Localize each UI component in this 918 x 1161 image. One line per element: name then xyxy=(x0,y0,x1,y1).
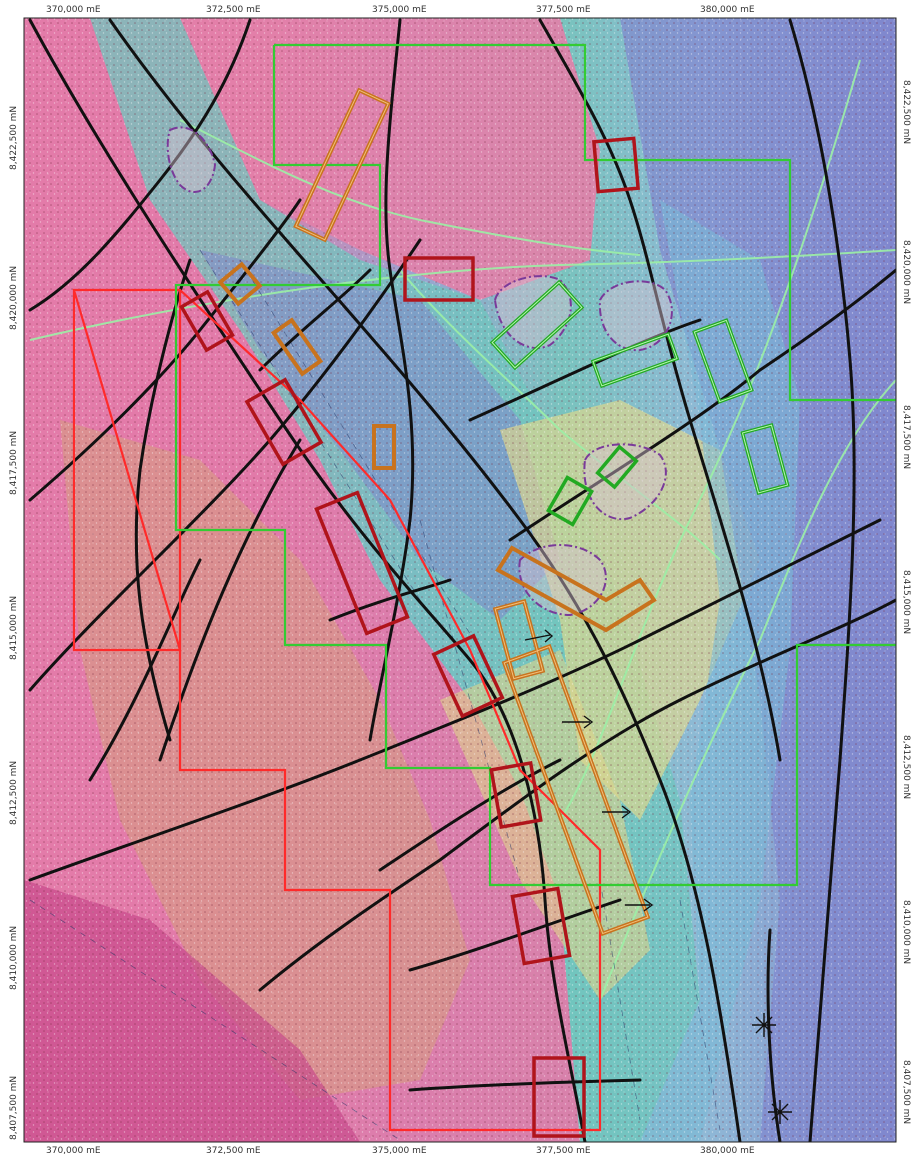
northing-label: 8,407,500 mN xyxy=(901,1060,911,1124)
targets-green-inner xyxy=(491,281,789,494)
easting-label: 380,000 mE xyxy=(700,1146,755,1156)
tenement-green-north-inner xyxy=(174,45,896,887)
easting-label: 375,000 mE xyxy=(372,1146,427,1156)
northing-label: 8,417,500 mN xyxy=(9,431,19,495)
northing-label: 8,412,500 mN xyxy=(901,735,911,799)
easting-label: 372,500 mE xyxy=(206,5,261,15)
northing-labels-right: 8,422,500 mN 8,420,000 mN 8,417,500 mN 8… xyxy=(901,80,911,1124)
fault-lines xyxy=(28,18,896,1142)
northing-label: 8,417,500 mN xyxy=(901,405,911,469)
northing-label: 8,410,000 mN xyxy=(901,900,911,964)
easting-label: 377,500 mE xyxy=(536,1146,591,1156)
easting-labels-top: 370,000 mE 372,500 mE 375,000 mE 377,500… xyxy=(46,5,755,15)
easting-label: 375,000 mE xyxy=(372,5,427,15)
northing-label: 8,407,500 mN xyxy=(9,1076,19,1140)
easting-label: 370,000 mE xyxy=(46,1146,101,1156)
easting-label: 377,500 mE xyxy=(536,5,591,15)
tenement-green-north xyxy=(274,43,896,402)
northing-label: 8,422,500 mN xyxy=(901,80,911,144)
targets-orange-inner xyxy=(295,89,649,935)
easting-label: 370,000 mE xyxy=(46,5,101,15)
targets-red xyxy=(179,136,640,1138)
northing-label: 8,422,500 mN xyxy=(9,106,19,170)
northing-label: 8,415,000 mN xyxy=(9,596,19,660)
northing-label: 8,412,500 mN xyxy=(9,761,19,825)
easting-label: 372,500 mE xyxy=(206,1146,261,1156)
easting-label: 380,000 mE xyxy=(700,5,755,15)
northing-labels-left: 8,422,500 mN 8,420,000 mN 8,417,500 mN 8… xyxy=(9,106,19,1140)
northing-label: 8,420,000 mN xyxy=(9,266,19,330)
northing-label: 8,410,000 mN xyxy=(9,926,19,990)
northing-label: 8,415,000 mN xyxy=(901,570,911,634)
fold-axis-symbols xyxy=(524,629,792,1124)
northing-label: 8,420,000 mN xyxy=(901,240,911,304)
tenement-red xyxy=(72,288,602,1132)
easting-labels-bottom: 370,000 mE 372,500 mE 375,000 mE 377,500… xyxy=(46,1146,755,1156)
